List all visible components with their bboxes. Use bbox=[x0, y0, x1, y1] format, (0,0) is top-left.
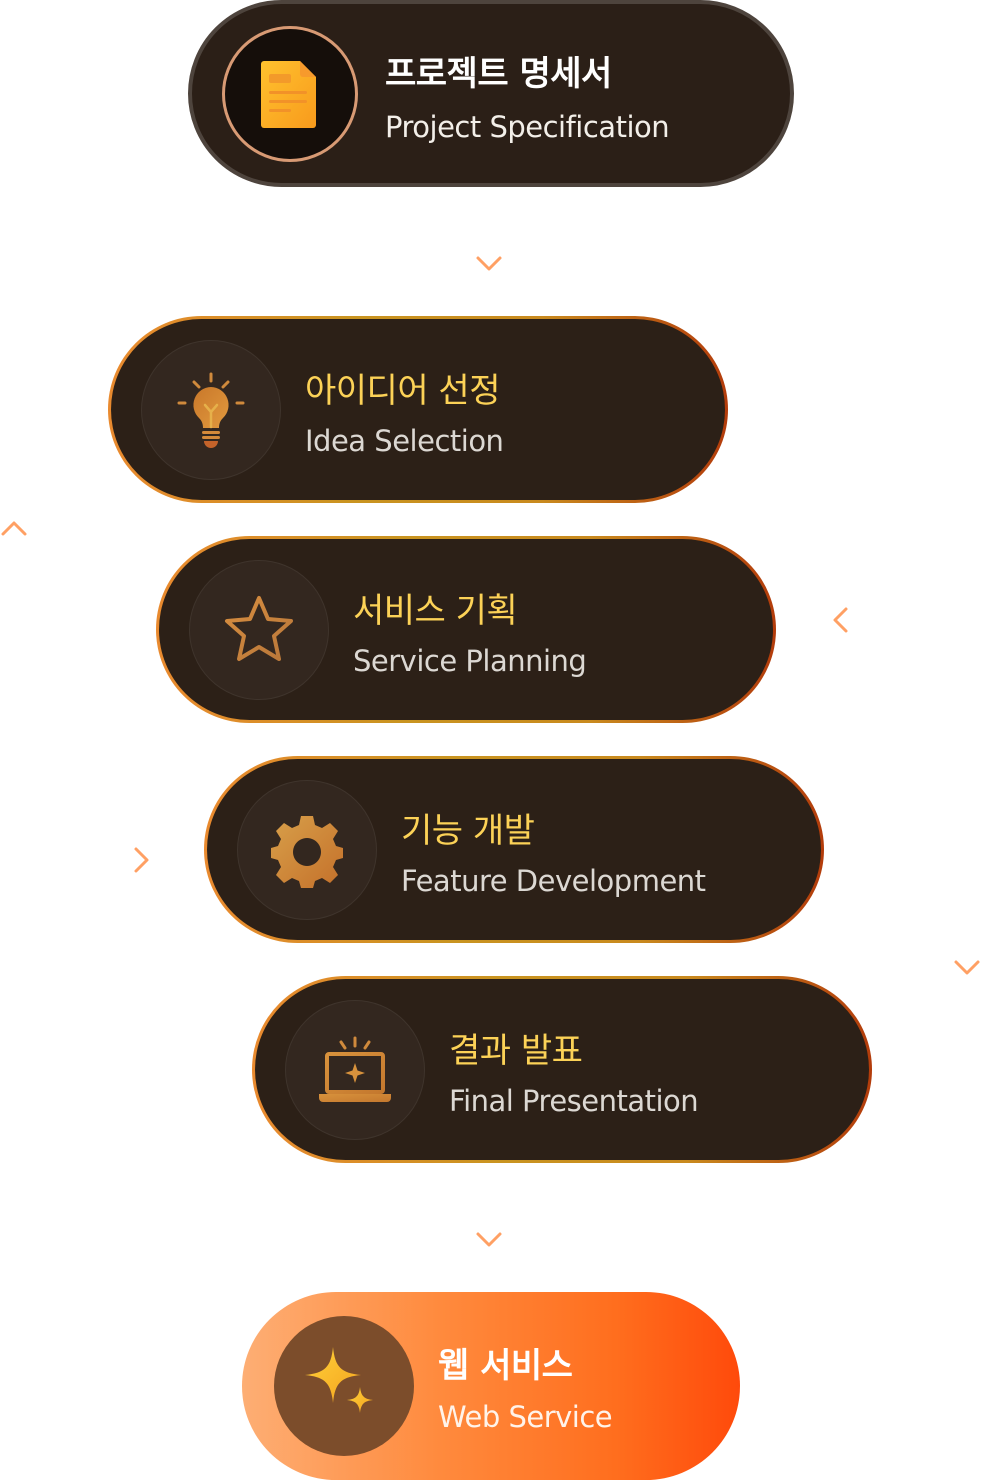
step-icon-badge bbox=[237, 780, 377, 920]
step-4-title-en: Final Presentation bbox=[449, 1084, 699, 1118]
start-node-project-specification: 프로젝트 명세서 Project Specification bbox=[188, 0, 794, 187]
end-title-ko: 웹 서비스 bbox=[438, 1346, 573, 1386]
arrow-left-icon bbox=[833, 607, 870, 633]
end-node-web-service: 웹 서비스 Web Service bbox=[242, 1292, 740, 1480]
step-node-service-planning: 서비스 기획 Service Planning bbox=[156, 536, 776, 723]
step-node-final-presentation: 결과 발표 Final Presentation bbox=[252, 976, 872, 1163]
arrow-up-icon bbox=[1, 521, 27, 556]
document-icon bbox=[261, 61, 316, 128]
gear-icon bbox=[271, 816, 343, 888]
step-2-title-en: Service Planning bbox=[353, 644, 587, 678]
arrow-down-icon bbox=[954, 940, 980, 975]
step-icon-badge bbox=[141, 340, 281, 480]
step-4-title-ko: 결과 발표 bbox=[449, 1031, 583, 1071]
end-title-en: Web Service bbox=[438, 1400, 613, 1434]
arrow-down-icon bbox=[476, 1212, 502, 1247]
start-title-en: Project Specification bbox=[385, 110, 670, 144]
step-icon-badge bbox=[285, 1000, 425, 1140]
step-node-idea-selection: 아이디어 선정 Idea Selection bbox=[108, 316, 728, 503]
start-icon-badge bbox=[222, 26, 358, 162]
end-icon-badge bbox=[274, 1316, 414, 1456]
step-1-title-ko: 아이디어 선정 bbox=[305, 371, 501, 411]
step-2-title-ko: 서비스 기획 bbox=[353, 591, 518, 631]
step-1-title-en: Idea Selection bbox=[305, 424, 504, 458]
arrow-right-icon bbox=[112, 847, 149, 873]
lightbulb-icon bbox=[177, 372, 245, 448]
laptop-sparkle-icon bbox=[319, 1036, 391, 1102]
step-3-title-en: Feature Development bbox=[401, 864, 706, 898]
step-3-title-ko: 기능 개발 bbox=[401, 811, 535, 851]
arrow-down-icon bbox=[476, 236, 502, 271]
step-node-feature-development: 기능 개발 Feature Development bbox=[204, 756, 824, 943]
start-title-ko: 프로젝트 명세서 bbox=[385, 54, 612, 94]
star-icon bbox=[225, 596, 293, 661]
sparkles-icon bbox=[305, 1347, 373, 1413]
step-icon-badge bbox=[189, 560, 329, 700]
